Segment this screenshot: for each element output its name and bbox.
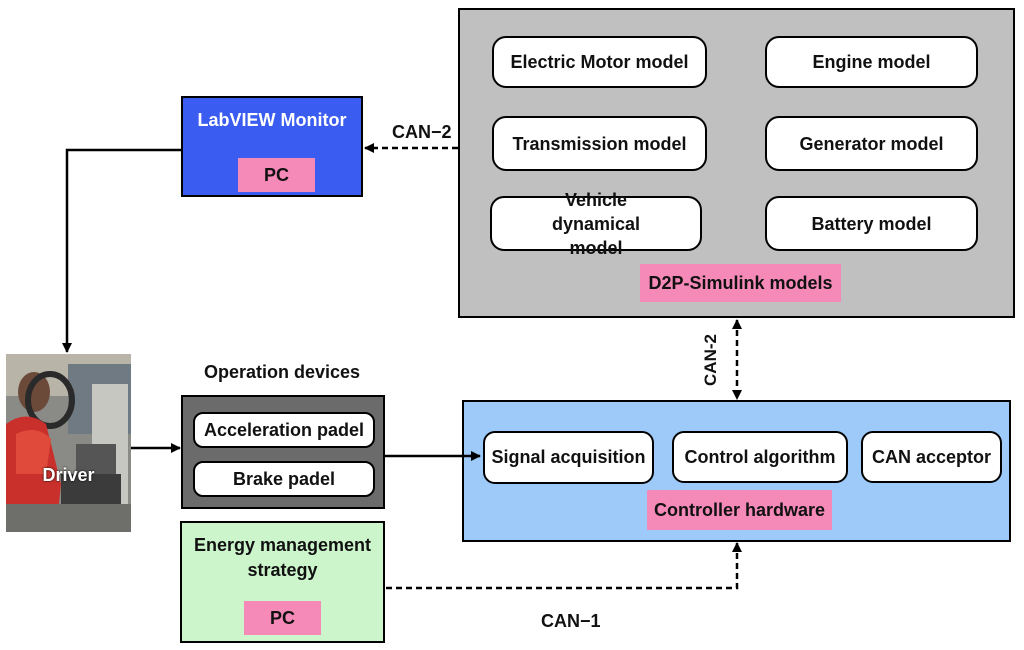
driver-label: Driver [42, 465, 95, 485]
controller-hardware-panel: Signal acquisition Control algorithm CAN… [462, 400, 1011, 542]
energy-pc-label: PC [244, 601, 321, 635]
energy-management-box: Energy management strategy PC [180, 521, 385, 643]
can1-link-label: CAN−1 [541, 611, 601, 631]
labview-monitor-title: LabVIEW Monitor [197, 110, 347, 130]
driver-photo-image [6, 354, 131, 532]
operation-devices-panel: Acceleration padel Brake padel [181, 395, 385, 509]
engine-model-box: Engine model [765, 36, 978, 88]
can2-labview-link-label: CAN−2 [392, 122, 452, 142]
simulink-models-label: D2P-Simulink models [640, 264, 841, 302]
vehicle-dynamical-model-box: Vehicle dynamical model [490, 190, 702, 258]
acceleration-pedal-box: Acceleration padel [193, 412, 375, 448]
can-acceptor-box: CAN acceptor [861, 431, 1002, 483]
generator-model-box: Generator model [765, 116, 978, 171]
driver-photo: Driver [6, 354, 131, 532]
labview-pc-label: PC [238, 158, 315, 192]
battery-model-box: Battery model [765, 196, 978, 251]
operation-devices-title: Operation devices [204, 362, 361, 382]
labview-to-driver-arrow [62, 148, 181, 353]
control-algorithm-box: Control algorithm [672, 431, 848, 483]
controller-hardware-label: Controller hardware [647, 490, 832, 530]
labview-monitor-box: LabVIEW Monitor PC [181, 96, 363, 197]
electric-motor-model-box: Electric Motor model [492, 36, 707, 88]
energy-management-title: Energy management strategy [193, 535, 372, 580]
simulink-panel: Electric Motor model Engine model Transm… [458, 8, 1015, 318]
can1-energy-arrow [386, 542, 742, 590]
can2-controller-link-label: CAN-2 [701, 334, 720, 386]
signal-acquisition-box: Signal acquisition [483, 431, 654, 484]
brake-pedal-box: Brake padel [193, 461, 375, 497]
transmission-model-box: Transmission model [492, 116, 707, 171]
